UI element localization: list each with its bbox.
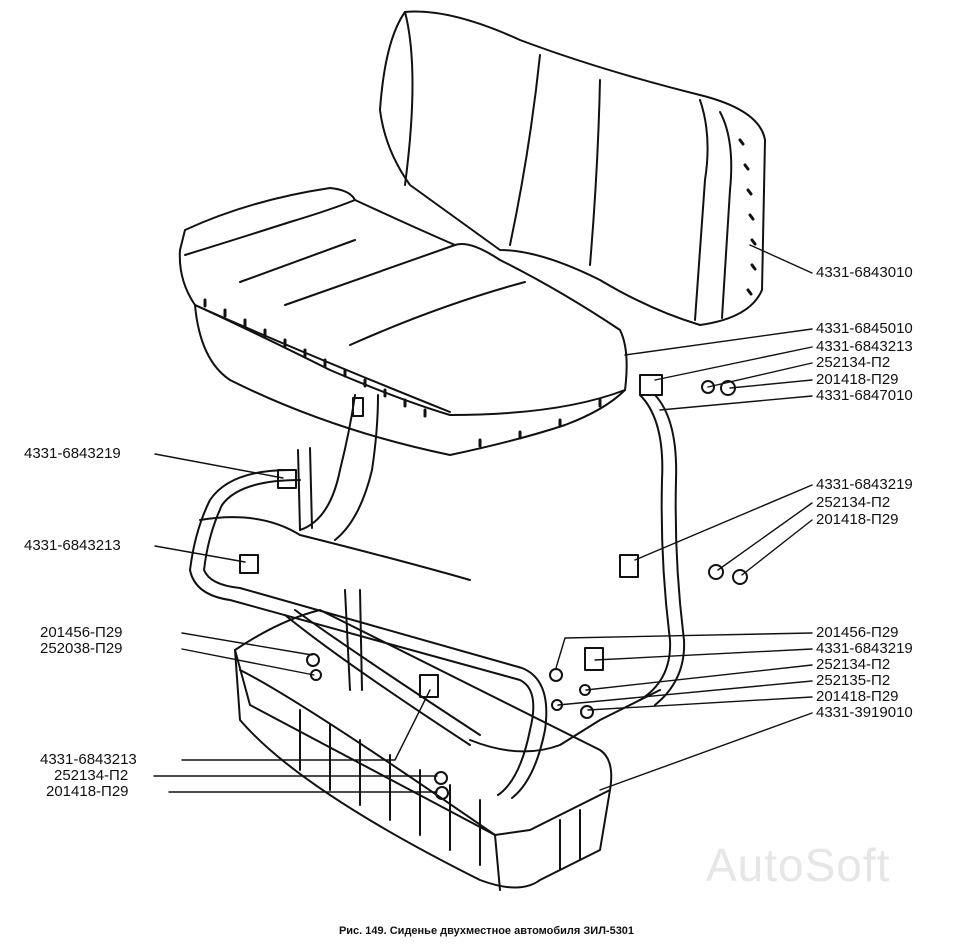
figure-caption: Рис. 149. Сиденье двухместное автомобиля… <box>338 925 635 937</box>
part-label: 252134-П2 <box>816 354 891 371</box>
part-label: 252134-П2 <box>816 494 891 511</box>
frame-drawing <box>189 394 686 799</box>
part-label: 201456-П29 <box>816 624 899 641</box>
part-label: 252135-П2 <box>816 672 891 689</box>
part-label: 201418-П29 <box>816 511 899 528</box>
hardware-drawing <box>239 374 748 800</box>
storage-box-drawing <box>234 609 613 891</box>
backrest-drawing <box>379 10 766 326</box>
part-label: 4331-6843213 <box>40 751 137 768</box>
part-label: 4331-6843219 <box>816 640 913 657</box>
part-label: 4331-6843213 <box>816 338 913 355</box>
part-label: 4331-6843219 <box>816 476 913 493</box>
part-label: 4331-6843219 <box>24 445 121 462</box>
part-label: 201418-П29 <box>816 688 899 705</box>
part-label: 201456-П29 <box>40 624 123 641</box>
part-label: 4331-6843213 <box>24 537 121 554</box>
part-label: 4331-3919010 <box>816 704 913 721</box>
part-label: 252134-П2 <box>816 656 891 673</box>
part-label: 201418-П29 <box>46 783 129 800</box>
part-label: 252134-П2 <box>54 767 129 784</box>
watermark: AutoSoft <box>706 839 891 891</box>
part-label: 201418-П29 <box>816 371 899 388</box>
cushion-drawing <box>178 187 628 456</box>
part-label: 4331-6845010 <box>816 320 913 337</box>
part-label: 4331-6847010 <box>816 387 913 404</box>
part-label: 252038-П29 <box>40 640 123 657</box>
part-label: 4331-6843010 <box>816 264 913 281</box>
leader-lines <box>153 244 813 793</box>
